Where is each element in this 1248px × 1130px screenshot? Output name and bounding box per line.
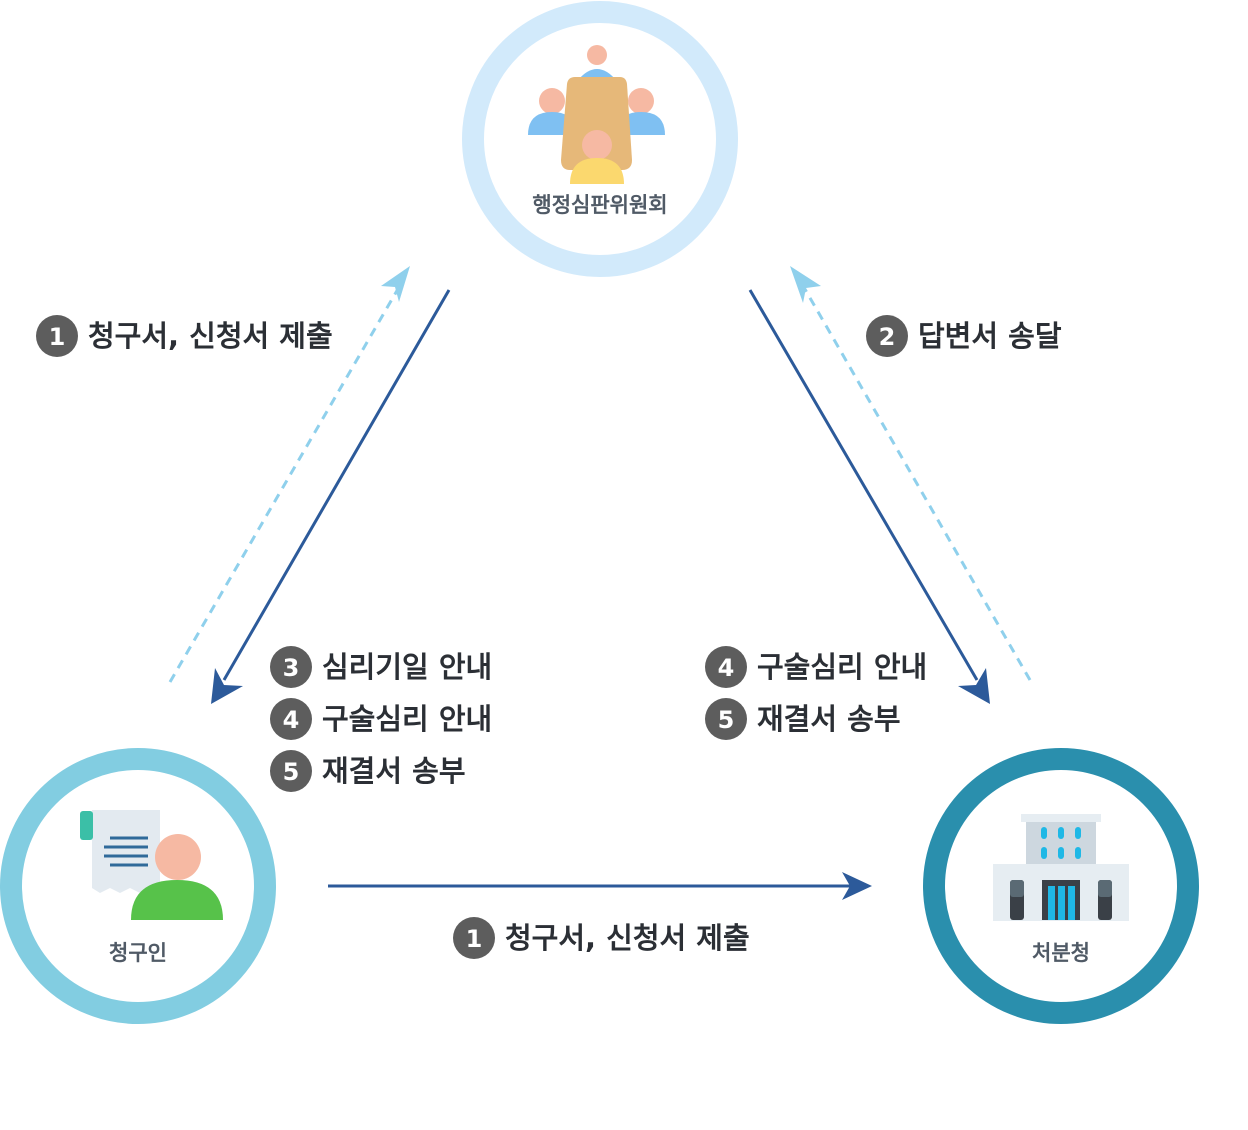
step-badge <box>270 698 312 740</box>
step-text: 재결서 송부 <box>757 702 901 736</box>
node-agency: 처분청 <box>923 748 1199 1024</box>
step-label-agency-to-committee: 2 답변서 송달 <box>866 315 1062 357</box>
committee-label: 행정심판위원회 <box>532 193 667 217</box>
step-text: 재결서 송부 <box>322 754 466 788</box>
solid-arrowhead-to-agency <box>958 668 990 704</box>
step-badge <box>270 646 312 688</box>
dashed-arrowhead-to-committee-right <box>790 266 821 303</box>
solid-arrowhead-to-agency-horizontal <box>842 872 872 900</box>
step-list-committee-to-claimant: 3 심리기일 안내 4 구술심리 안내 5 재결서 송부 <box>270 646 492 792</box>
claimant-label: 청구인 <box>109 941 167 965</box>
dashed-arrow-claimant-to-committee <box>168 281 404 683</box>
step-text: 청구서, 신청서 제출 <box>505 921 750 955</box>
step-number: 1 <box>466 925 483 953</box>
step-number: 5 <box>718 706 735 734</box>
solid-arrowhead-to-claimant <box>211 668 243 704</box>
agency-label: 처분청 <box>1032 941 1090 965</box>
step-text: 구술심리 안내 <box>757 650 927 684</box>
step-number: 3 <box>283 654 300 682</box>
node-committee: 행정심판위원회 <box>462 1 738 277</box>
step-badge <box>866 315 908 357</box>
step-label-claimant-to-committee: 1 청구서, 신청서 제출 <box>36 315 333 357</box>
building-icon <box>993 814 1129 921</box>
step-label-claimant-to-agency: 1 청구서, 신청서 제출 <box>453 917 750 959</box>
step-number: 5 <box>283 758 300 786</box>
step-number: 4 <box>718 654 735 682</box>
step-text: 답변서 송달 <box>918 319 1062 353</box>
node-claimant: 청구인 <box>0 748 276 1024</box>
step-number: 2 <box>879 323 896 351</box>
step-text: 청구서, 신청서 제출 <box>88 319 333 353</box>
step-number: 4 <box>283 706 300 734</box>
step-badge <box>705 698 747 740</box>
dashed-arrowhead-to-committee-left <box>381 266 410 302</box>
step-badge <box>705 646 747 688</box>
step-badge <box>270 750 312 792</box>
meeting-icon <box>528 45 665 184</box>
step-badge <box>453 917 495 959</box>
claimant-document-person-icon <box>80 810 223 920</box>
solid-arrow-committee-to-agency <box>748 289 979 681</box>
dashed-arrow-agency-to-committee <box>800 283 1032 681</box>
step-number: 1 <box>49 323 66 351</box>
solid-arrow-committee-to-claimant <box>222 289 451 681</box>
step-text: 심리기일 안내 <box>322 650 492 684</box>
step-list-committee-to-agency: 4 구술심리 안내 5 재결서 송부 <box>705 646 927 740</box>
step-text: 구술심리 안내 <box>322 702 492 736</box>
step-badge <box>36 315 78 357</box>
